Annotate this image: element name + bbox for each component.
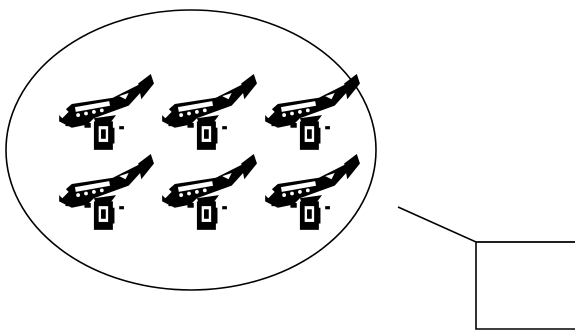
airplane-grid — [59, 74, 360, 230]
answer-box — [476, 242, 575, 329]
airplane-icon — [59, 74, 154, 150]
group-oval — [6, 10, 376, 290]
airplane-icon — [59, 154, 154, 230]
airplane-icon — [265, 74, 360, 150]
airplane-icon — [265, 154, 360, 230]
airplane-icon — [162, 154, 257, 230]
airplane-icon — [162, 74, 257, 150]
connector-line — [398, 207, 575, 242]
